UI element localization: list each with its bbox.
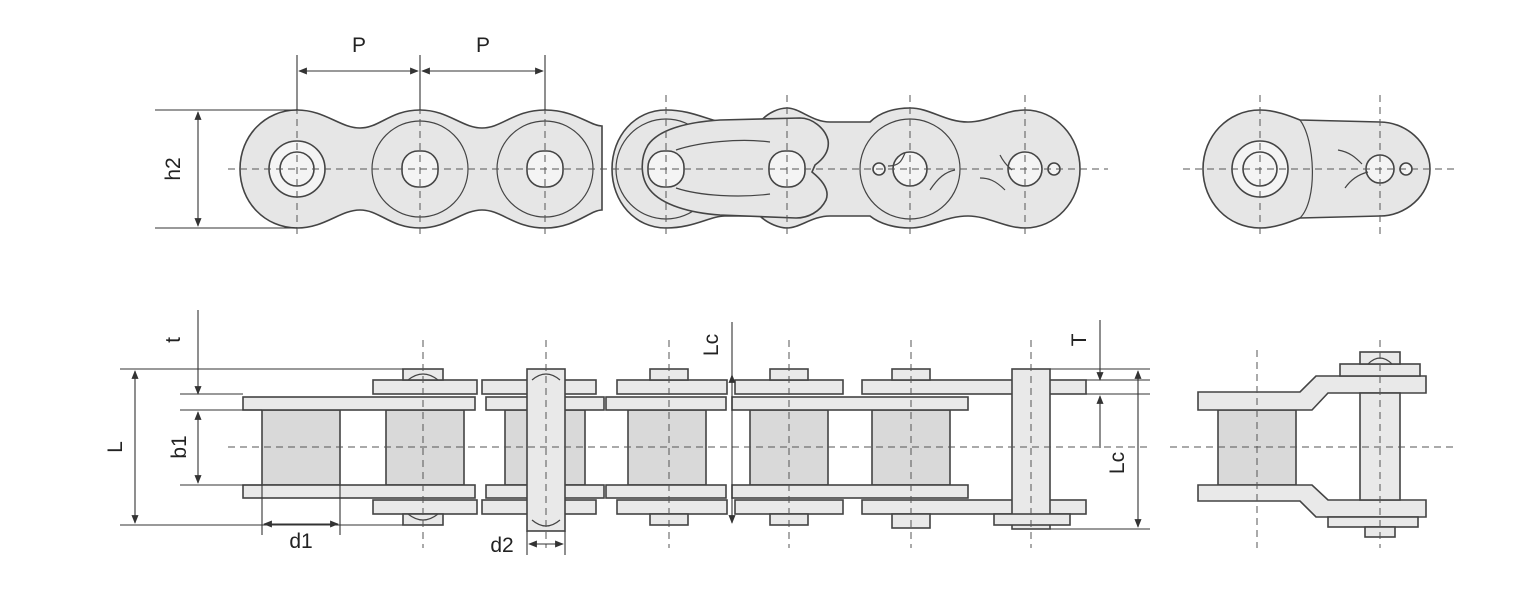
side-plates: [242, 379, 1087, 515]
dimension-lc-side: Lc: [1050, 368, 1150, 530]
T-label: T: [1068, 333, 1091, 346]
chain-front-view: [228, 95, 1108, 238]
lc-top-label: Lc: [700, 334, 723, 356]
b1-label: b1: [168, 435, 191, 458]
dimension-lc-top: Lc: [700, 322, 736, 524]
h2-label: h2: [162, 157, 185, 180]
pitch-label-1: P: [352, 34, 366, 57]
chain-side-view: [228, 340, 1150, 548]
dimension-L: L: [104, 368, 403, 526]
side-center-lines: [228, 340, 1150, 548]
d1-label: d1: [289, 530, 312, 553]
dimension-d1: d1: [261, 485, 341, 553]
pitch-label-2: P: [476, 34, 490, 57]
front-center-lines: [228, 95, 1108, 238]
L-label: L: [104, 441, 127, 453]
dimension-b1: b1: [168, 409, 262, 486]
offset-link-side-view: [1170, 340, 1455, 548]
lc-side-label: Lc: [1106, 452, 1129, 474]
offset-link-front-view: [1183, 95, 1455, 238]
dimension-t: t: [162, 310, 243, 395]
dimension-pitch: P P: [296, 34, 546, 110]
dimension-d2: d2: [490, 531, 566, 557]
t-label: t: [162, 337, 185, 343]
front-link-plates: [239, 107, 1081, 229]
d2-label: d2: [490, 534, 513, 557]
dimension-h2: h2: [155, 109, 297, 229]
